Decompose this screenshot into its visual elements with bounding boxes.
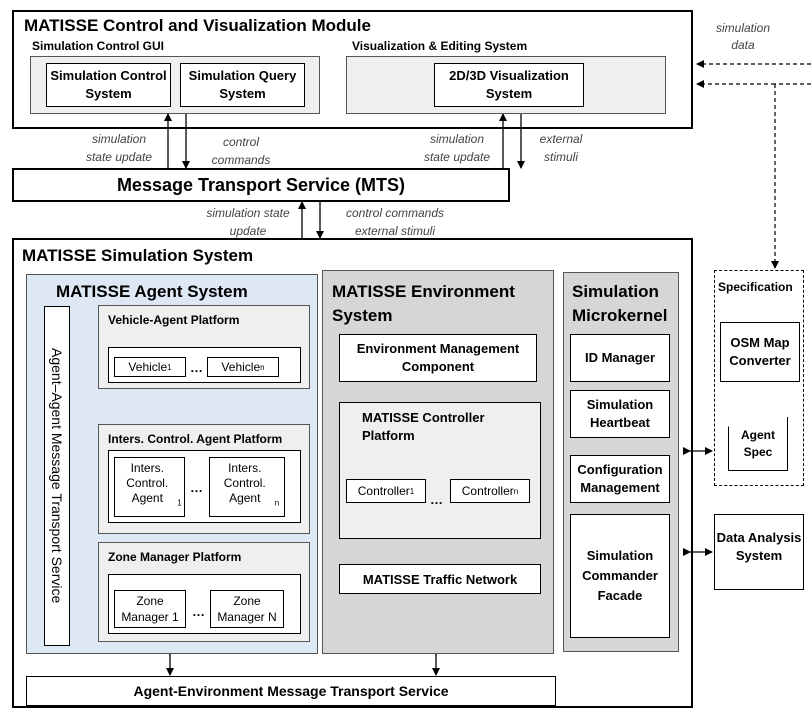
vis-title: Visualization & Editing System: [352, 39, 528, 53]
environment-management-component: Environment Management Component: [339, 334, 537, 382]
sim-state-update-label: simulation state update: [206, 206, 290, 238]
environment-system-title: MATISSE Environment System: [332, 282, 515, 325]
control-visualization-module: [12, 10, 693, 129]
simulation-system-title: MATISSE Simulation System: [22, 246, 254, 265]
inters-ellipsis: …: [190, 480, 203, 495]
agent-agent-mts: Agent–Agent Message Transport Service: [44, 306, 70, 646]
vehicle-platform-title: Vehicle-Agent Platform: [108, 313, 240, 327]
traffic-network: MATISSE Traffic Network: [339, 564, 541, 594]
inters-platform-title: Inters. Control. Agent Platform: [108, 432, 283, 446]
osm-map-converter: OSM Map Converter: [720, 322, 800, 382]
gui-title: Simulation Control GUI: [32, 39, 164, 53]
state-update-label-right: simulation state update: [423, 132, 491, 164]
id-manager: ID Manager: [570, 334, 670, 382]
control-commands-external-label: control commands external stimuli: [345, 206, 445, 238]
control-module-title: MATISSE Control and Visualization Module: [24, 16, 371, 35]
control-commands-label: control commands: [211, 135, 271, 167]
data-analysis-system: Data Analysis System: [714, 514, 804, 590]
simulation-query-system: Simulation Query System: [180, 63, 305, 107]
zone-ellipsis: …: [192, 604, 205, 619]
agent-environment-mts: Agent-Environment Message Transport Serv…: [26, 676, 556, 706]
zone-manager-1: Zone Manager 1: [114, 590, 186, 628]
simulation-control-system: Simulation Control System: [46, 63, 171, 107]
agent-spec: Agent Spec: [728, 417, 788, 471]
external-stimuli-label: external stimuli: [539, 132, 583, 164]
controller-platform-title: MATISSE Controller Platform: [362, 410, 485, 443]
simulation-heartbeat: Simulation Heartbeat: [570, 390, 670, 438]
vehicle-ellipsis: …: [190, 360, 203, 375]
zone-platform-title: Zone Manager Platform: [108, 550, 242, 564]
microkernel-title: Simulation Microkernel: [572, 282, 668, 325]
configuration-management: Configuration Management: [570, 455, 670, 503]
visualization-system: 2D/3D Visualization System: [434, 63, 584, 107]
specification-title: Specification: [718, 280, 793, 294]
message-transport-service: Message Transport Service (MTS): [12, 168, 510, 202]
simulation-commander-facade: Simulation Commander Facade: [570, 514, 670, 638]
controller-platform: [339, 402, 541, 539]
agent-system-title: MATISSE Agent System: [56, 282, 248, 301]
zone-manager-n: Zone Manager N: [210, 590, 284, 628]
simulation-data-label: simulation data: [715, 21, 771, 52]
controller-ellipsis: …: [430, 492, 443, 507]
state-update-label-left: simulation state update: [85, 132, 153, 164]
